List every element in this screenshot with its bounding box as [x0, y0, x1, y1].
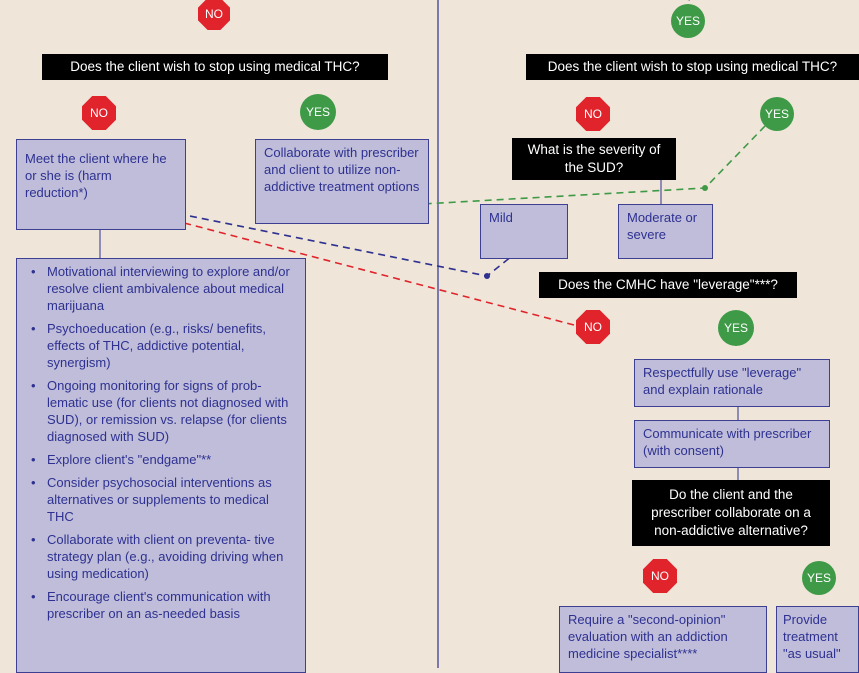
yes-label: YES: [764, 107, 789, 121]
no-stop-sign: NO: [576, 97, 610, 131]
harm-reduction-list: Motivational interviewing to explore and…: [16, 258, 306, 673]
blue-arrow-dot: [484, 273, 490, 279]
box-text: Meet the client where he or she is (harm…: [25, 151, 167, 200]
red-dashed-arrow: [146, 213, 575, 326]
yes-circle: YES: [718, 310, 754, 346]
green-arrow-dot: [702, 185, 708, 191]
moderate-severe-box: Moderate or severe: [618, 204, 713, 259]
list-item: Psychoeducation (e.g., risks/ benefits, …: [31, 320, 297, 371]
no-stop-sign: NO: [576, 310, 610, 344]
question-text: What is the severity of the SUD?: [527, 142, 661, 175]
yes-circle: YES: [671, 4, 705, 38]
no-label: NO: [584, 107, 602, 121]
no-label: NO: [205, 7, 223, 21]
list-item: Motivational interviewing to explore and…: [31, 263, 297, 314]
box-text: Provide treatment "as usual": [783, 612, 841, 661]
yes-circle: YES: [300, 94, 336, 130]
box-text: Require a "second-opinion" evaluation wi…: [568, 612, 728, 661]
box-text: Communicate with prescriber (with consen…: [643, 426, 812, 458]
no-label: NO: [651, 569, 669, 583]
question-text: Do the client and the prescriber collabo…: [651, 487, 811, 538]
yes-label: YES: [305, 105, 330, 119]
yes-label: YES: [723, 321, 748, 335]
list-item: Collaborate with client on preventa- tiv…: [31, 531, 297, 582]
box-text: Moderate or severe: [627, 210, 698, 242]
list-item: Explore client's "endgame"**: [31, 451, 297, 468]
yes-label: YES: [675, 14, 700, 28]
respectfully-leverage-box: Respectfully use "leverage" and explain …: [634, 359, 830, 407]
question-text: Does the CMHC have "leverage"***?: [558, 277, 778, 292]
box-text: Mild: [489, 210, 513, 225]
collaborate-box: Collaborate with prescriber and client t…: [255, 139, 429, 224]
mild-box: Mild: [480, 204, 568, 259]
no-stop-sign: NO: [643, 559, 677, 593]
box-text: Respectfully use "leverage" and explain …: [643, 365, 802, 397]
provide-treatment-box: Provide treatment "as usual": [776, 606, 859, 673]
question-stop-thc-right: Does the client wish to stop using medic…: [526, 54, 859, 80]
yes-label: YES: [806, 571, 831, 585]
communicate-prescriber-box: Communicate with prescriber (with consen…: [634, 420, 830, 468]
no-stop-sign: NO: [82, 96, 116, 130]
no-label: NO: [584, 320, 602, 334]
no-label: NO: [90, 106, 108, 120]
question-collaborate: Do the client and the prescriber collabo…: [632, 480, 830, 546]
bullet-list: Motivational interviewing to explore and…: [17, 259, 305, 632]
question-text: Does the client wish to stop using medic…: [70, 59, 360, 74]
no-stop-sign: NO: [198, 0, 230, 30]
question-severity: What is the severity of the SUD?: [512, 138, 676, 180]
list-item: Consider psychosocial interventions as a…: [31, 474, 297, 525]
question-stop-thc-left: Does the client wish to stop using medic…: [42, 54, 388, 80]
list-item: Ongoing monitoring for signs of prob- le…: [31, 377, 297, 445]
second-opinion-box: Require a "second-opinion" evaluation wi…: [559, 606, 767, 673]
meet-client-box: Meet the client where he or she is (harm…: [16, 139, 186, 230]
yes-circle: YES: [802, 561, 836, 595]
list-item: Encourage client's communication with pr…: [31, 588, 297, 622]
yes-circle: YES: [760, 97, 794, 131]
question-text: Does the client wish to stop using medic…: [547, 59, 838, 74]
box-text: Collaborate with prescriber and client t…: [264, 145, 420, 194]
question-leverage: Does the CMHC have "leverage"***?: [539, 272, 797, 298]
